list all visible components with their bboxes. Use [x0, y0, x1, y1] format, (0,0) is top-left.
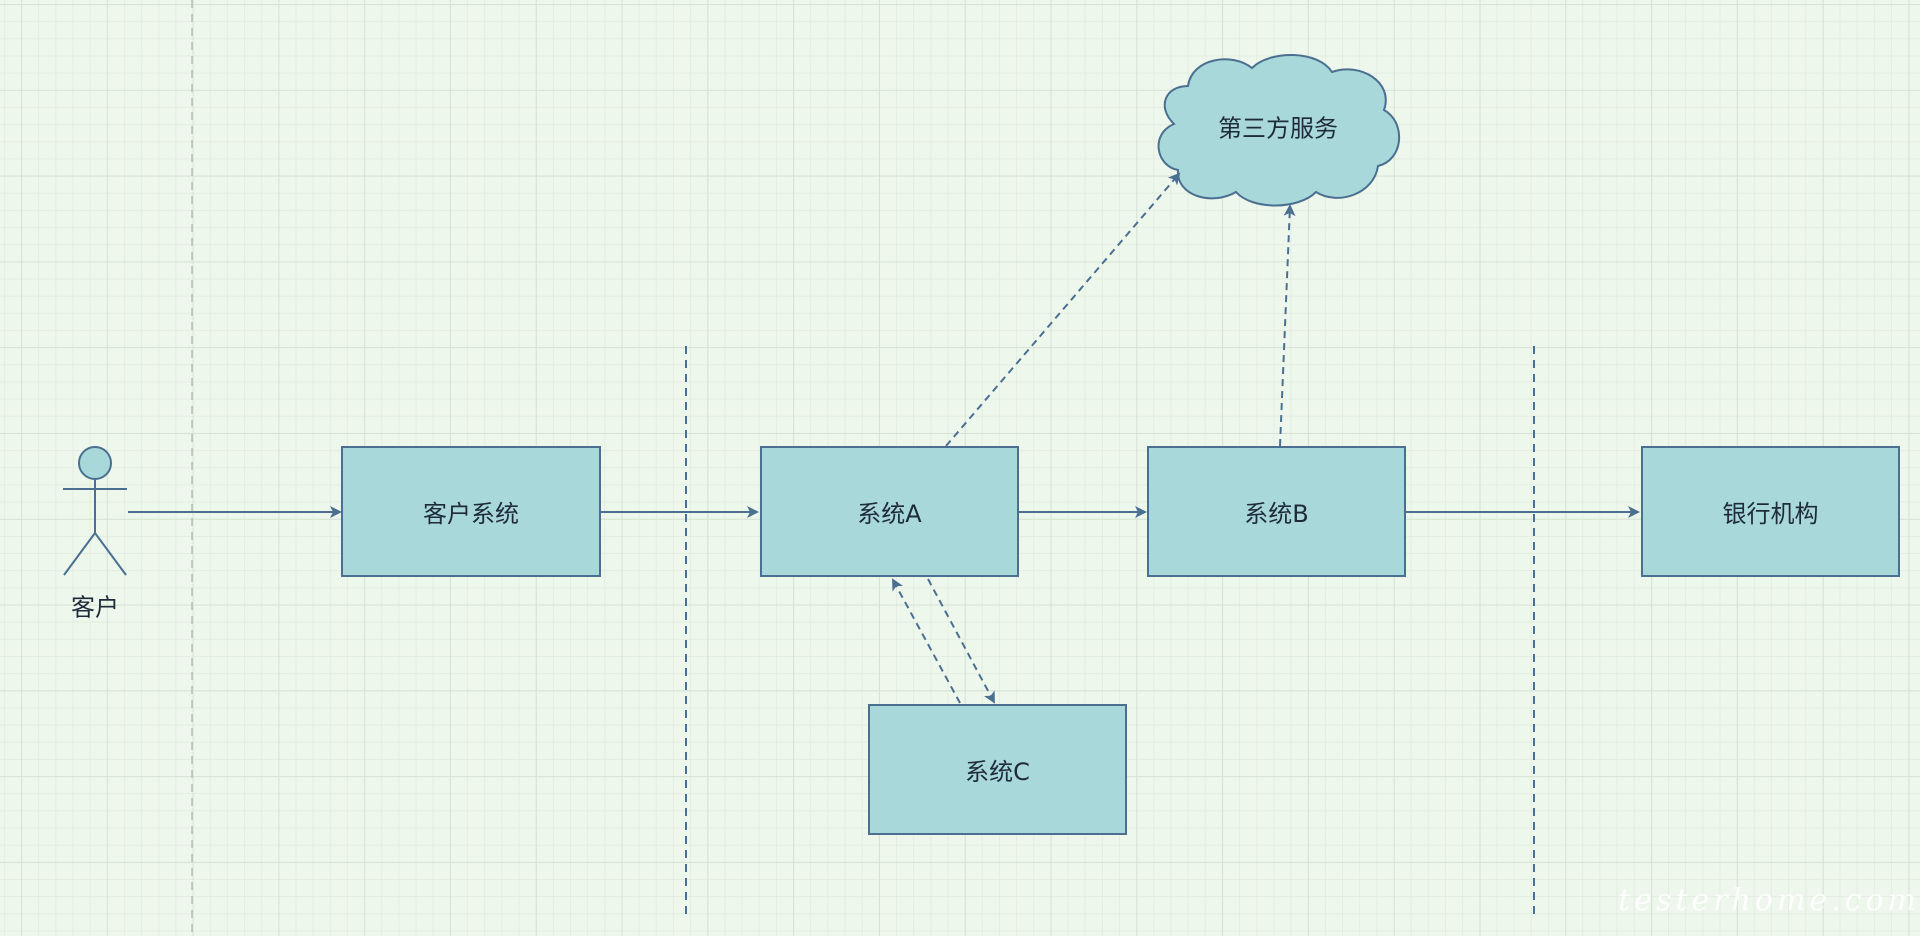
node-bank[interactable]: 银行机构 [1641, 446, 1900, 577]
edge-system-c-to-system-a [892, 578, 961, 704]
node-system-a[interactable]: 系统A [760, 446, 1019, 577]
node-system-b-label: 系统B [1244, 500, 1309, 528]
edge-system-b-to-third-party [1279, 204, 1296, 447]
actor-label: 客户 [71, 593, 119, 622]
edge-system-a-to-third-party [945, 172, 1181, 447]
node-system-a-label: 系统A [857, 500, 922, 528]
edge-system-a-to-system-c [927, 578, 995, 704]
node-system-b[interactable]: 系统B [1147, 446, 1406, 577]
node-bank-label: 银行机构 [1722, 500, 1819, 528]
third-party-label[interactable]: 第三方服务 [1218, 114, 1338, 143]
node-system-c[interactable]: 系统C [868, 704, 1127, 835]
node-customer-system-label: 客户系统 [423, 500, 519, 528]
node-system-c-label: 系统C [965, 758, 1030, 786]
actor-icon [63, 446, 127, 576]
third-party-cloud-shape [1157, 54, 1400, 207]
watermark: testerhome.com [1618, 883, 1920, 918]
node-customer-system[interactable]: 客户系统 [341, 446, 601, 577]
